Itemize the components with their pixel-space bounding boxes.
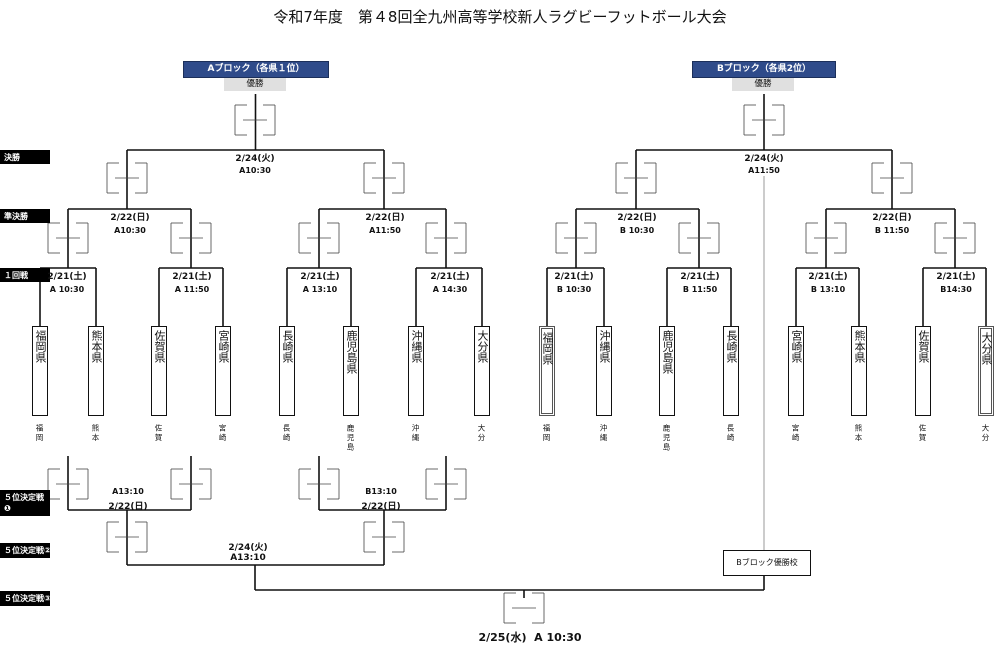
semi-2-date: 2/22(日) — [365, 213, 405, 223]
first-3-time: A 13:10 — [302, 285, 338, 294]
team-box: 沖縄県 — [408, 326, 424, 416]
fifth3-date-time: 2/25(水) A 10:30 — [455, 629, 605, 645]
fifth3-date: 2/25(水) — [478, 631, 527, 644]
fifth1-b-time: B13:10 — [365, 487, 397, 496]
round-label-fifth-2: ５位決定戦② — [0, 543, 51, 558]
team-box: 鹿児島県 — [343, 326, 359, 416]
final-b-time: A11:50 — [748, 166, 780, 175]
team-short-name: 熊本 — [854, 424, 863, 443]
first-2-date: 2/21(土) — [172, 272, 212, 282]
team-box: 長崎県 — [723, 326, 739, 416]
final-a-date: 2/24(火) — [235, 154, 275, 164]
team-short-name: 熊本 — [91, 424, 100, 443]
round-label-first: １回戦 — [0, 268, 50, 282]
round-label-semifinal: 準決勝 — [0, 209, 50, 223]
team-short-name: 大分 — [981, 424, 990, 443]
block-a-header: Aブロック（各県１位） — [183, 61, 329, 78]
fifth1-b-date: 2/22(日) — [361, 502, 401, 512]
team-short-name: 福岡 — [542, 424, 551, 443]
semi-3-time: B 10:30 — [619, 226, 655, 235]
first-1-time: A 10:30 — [49, 285, 85, 294]
first-6-time: B 11:50 — [682, 285, 718, 294]
team-short-name: 長崎 — [282, 424, 291, 443]
block-b-header: Bブロック（各県2位） — [692, 61, 836, 78]
team-short-name: 宮崎 — [791, 424, 800, 443]
block-a-winner-label: 優勝 — [224, 78, 286, 91]
fifth2-date: 2/24(火) — [228, 543, 268, 553]
semi-3-date: 2/22(日) — [617, 213, 657, 223]
semi-2-time: A11:50 — [369, 226, 401, 235]
page-title: 令和7年度 第４8回全九州高等学校新人ラグビーフットボール大会 — [273, 8, 727, 26]
first-4-time: A 14:30 — [432, 285, 468, 294]
first-8-date: 2/21(土) — [936, 272, 976, 282]
team-box: 大分県 — [978, 326, 994, 416]
team-short-name: 佐賀 — [154, 424, 163, 443]
first-1-date: 2/21(土) — [47, 272, 87, 282]
first-8-time: B14:30 — [940, 285, 972, 294]
team-box: 佐賀県 — [151, 326, 167, 416]
fifth3-time: A 10:30 — [534, 631, 582, 644]
first-6-date: 2/21(土) — [680, 272, 720, 282]
first-2-time: A 11:50 — [174, 285, 210, 294]
team-short-name: 福岡 — [35, 424, 44, 443]
team-short-name: 宮崎 — [218, 424, 227, 443]
final-b-date: 2/24(火) — [744, 154, 784, 164]
semi-1-date: 2/22(日) — [110, 213, 150, 223]
team-box: 熊本県 — [851, 326, 867, 416]
team-box: 宮崎県 — [788, 326, 804, 416]
team-box: 宮崎県 — [215, 326, 231, 416]
first-4-date: 2/21(土) — [430, 272, 470, 282]
team-box: 沖縄県 — [596, 326, 612, 416]
round-label-final: 決勝 — [0, 150, 50, 164]
b-block-winner-box: Bブロック優勝校 — [723, 550, 811, 576]
fifth1-a-date: 2/22(日) — [108, 502, 148, 512]
final-a-time: A10:30 — [239, 166, 271, 175]
team-short-name: 大分 — [477, 424, 486, 443]
team-short-name: 長崎 — [726, 424, 735, 443]
team-box: 佐賀県 — [915, 326, 931, 416]
team-box: 福岡県 — [539, 326, 555, 416]
semi-1-time: A10:30 — [114, 226, 146, 235]
team-box: 福岡県 — [32, 326, 48, 416]
team-short-name: 沖縄 — [411, 424, 420, 443]
team-box: 熊本県 — [88, 326, 104, 416]
fifth1-a-time: A13:10 — [112, 487, 144, 496]
team-box: 大分県 — [474, 326, 490, 416]
first-3-date: 2/21(土) — [300, 272, 340, 282]
team-short-name: 鹿児島 — [346, 424, 355, 453]
team-box: 長崎県 — [279, 326, 295, 416]
first-5-date: 2/21(土) — [554, 272, 594, 282]
fifth2-time: A13:10 — [230, 553, 266, 563]
team-box: 鹿児島県 — [659, 326, 675, 416]
semi-4-time: B 11:50 — [874, 226, 910, 235]
first-5-time: B 10:30 — [556, 285, 592, 294]
semi-4-date: 2/22(日) — [872, 213, 912, 223]
team-short-name: 鹿児島 — [662, 424, 671, 453]
first-7-time: B 13:10 — [810, 285, 846, 294]
block-b-winner-label: 優勝 — [732, 78, 794, 91]
first-7-date: 2/21(土) — [808, 272, 848, 282]
team-short-name: 沖縄 — [599, 424, 608, 443]
round-label-fifth-3: ５位決定戦③ — [0, 591, 51, 606]
team-short-name: 佐賀 — [918, 424, 927, 443]
round-label-fifth-1: ５位決定戦❶ — [0, 490, 50, 516]
